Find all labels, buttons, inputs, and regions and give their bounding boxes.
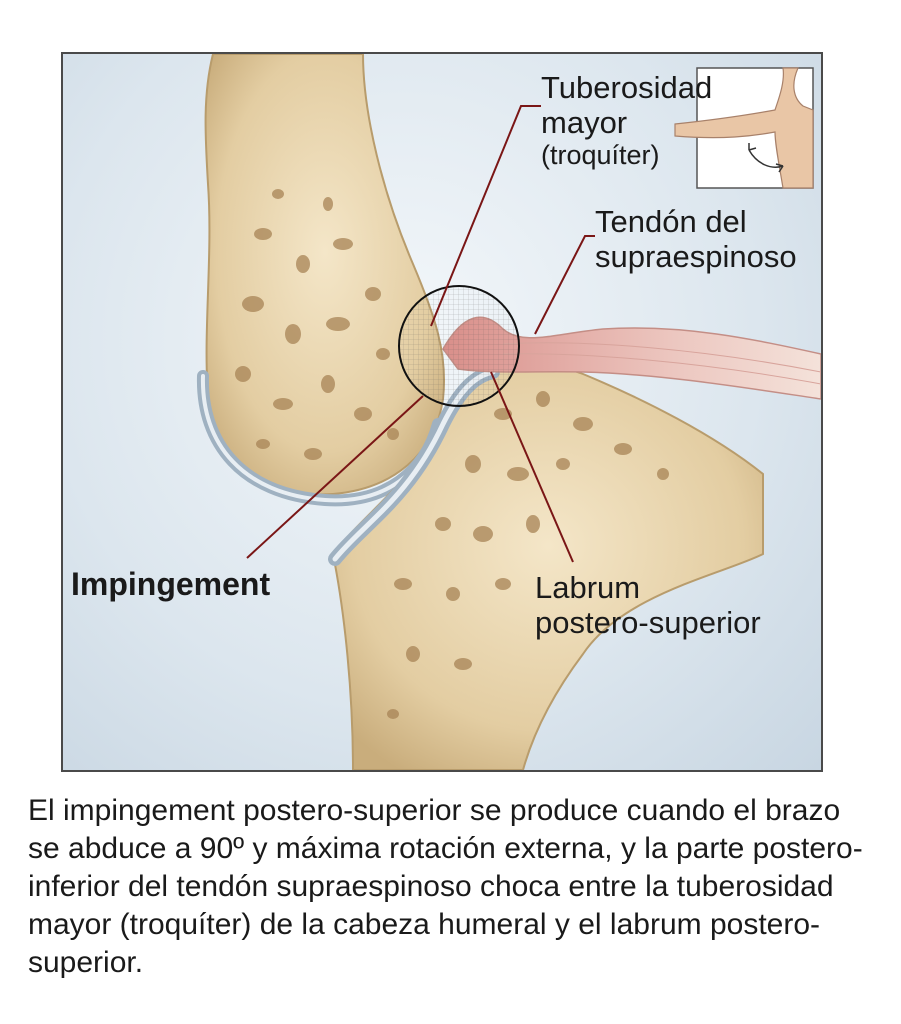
leader-line-tendon (534, 235, 595, 335)
leader-line-tuberosity (430, 105, 541, 327)
label-tuberosity: Tuberosidad mayor (troquíter) (541, 70, 712, 171)
label-tuberosity-line1: Tuberosidad (541, 70, 713, 105)
glenoid-trabecular-pattern (387, 391, 669, 719)
inset-arm-abduction (674, 67, 814, 189)
anatomy-illustration: Tuberosidad mayor (troquíter) Tendón del… (61, 52, 823, 772)
humerus-trabecular-pattern (235, 189, 399, 460)
label-tendon: Tendón del supraespinoso (595, 204, 797, 274)
label-labrum-line1: Labrum (535, 570, 641, 605)
figure-caption: El impingement postero-superior se produ… (28, 794, 863, 980)
label-labrum: Labrum postero-superior (535, 570, 761, 640)
leader-line-labrum (490, 371, 574, 563)
label-tuberosity-line2: mayor (541, 105, 628, 141)
leader-line-impingement (246, 395, 424, 559)
humerus-bone (204, 54, 446, 496)
leader-lines (246, 105, 595, 563)
label-labrum-line2: postero-superior (535, 605, 761, 641)
label-impingement: Impingement (71, 566, 271, 602)
label-tuberosity-line3: (troquíter) (541, 140, 660, 171)
shoulder-joint-drawing (196, 54, 821, 770)
impingement-zone-circle (398, 285, 520, 407)
label-tendon-line1: Tendón del (595, 204, 747, 239)
label-tendon-line2: supraespinoso (595, 239, 797, 275)
